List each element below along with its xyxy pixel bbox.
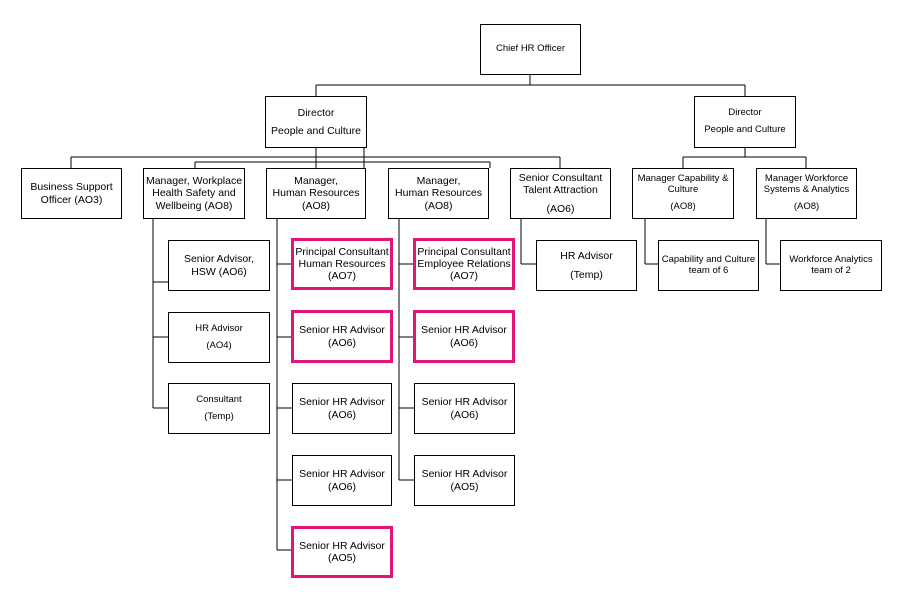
- manager-hr-2-box: Manager, Human Resources (AO8): [388, 168, 489, 219]
- director-left-dept: People and Culture: [271, 125, 361, 137]
- team-line2: (Temp): [570, 268, 603, 281]
- manager-hr-2-line3: (AO8): [424, 199, 453, 212]
- team-line1: Principal Consultant: [417, 245, 511, 258]
- team-line1: Senior HR Advisor: [299, 324, 385, 337]
- team-line2: (Temp): [204, 410, 234, 422]
- manager-hr-1-line1: Manager,: [294, 175, 338, 188]
- chief-hr-officer-box: Chief HR Officer: [480, 24, 581, 75]
- senior-hr-advisor-ao5-box: Senior HR Advisor (AO5): [291, 526, 393, 578]
- senior-hr-advisor-box: Senior HR Advisor (AO6): [291, 310, 393, 363]
- workforce-analytics-team-box: Workforce Analytics team of 2: [780, 240, 882, 291]
- team-line2: (AO6): [449, 336, 478, 349]
- manager-whsw-box: Manager, Workplace Health Safety and Wel…: [143, 168, 245, 219]
- business-support-line2: Officer (AO3): [40, 193, 103, 206]
- business-support-line1: Business Support: [30, 181, 113, 194]
- chief-label: Chief HR Officer: [496, 43, 565, 55]
- team-line2: (AO5): [327, 552, 356, 564]
- team-line1: Senior HR Advisor: [299, 539, 385, 552]
- team-line2: (AO6): [327, 480, 356, 493]
- consultant-temp-box: Consultant (Temp): [168, 383, 270, 434]
- hr-advisor-ao4-box: HR Advisor (AO4): [168, 312, 270, 363]
- team-line1: Senior HR Advisor: [299, 468, 385, 481]
- team-line2: HSW (AO6): [191, 265, 247, 278]
- team-line2: (AO6): [327, 336, 356, 349]
- senior-hr-advisor-box: Senior HR Advisor (AO6): [413, 310, 515, 363]
- principal-consultant-er-box: Principal Consultant Employee Relations …: [413, 238, 515, 290]
- director-left-box: Director People and Culture: [265, 96, 367, 148]
- team-line2: team of 6: [688, 264, 729, 276]
- capability-culture-team-box: Capability and Culture team of 6: [658, 240, 759, 291]
- manager-hr-1-line2: Human Resources: [272, 187, 360, 200]
- team-line2: Employee Relations: [417, 257, 511, 270]
- talent-line3: (AO6): [546, 202, 575, 215]
- business-support-box: Business Support Officer (AO3): [21, 168, 122, 219]
- team-line2: (AO6): [327, 408, 356, 421]
- team-line2: Human Resources: [298, 257, 386, 270]
- director-right-title: Director: [728, 107, 762, 119]
- principal-consultant-hr-box: Principal Consultant Human Resources (AO…: [291, 238, 393, 290]
- team-line1: Senior HR Advisor: [421, 468, 508, 481]
- team-line1: Principal Consultant: [295, 245, 389, 258]
- team-line1: Senior Advisor,: [183, 253, 255, 266]
- team-line2: (AO5): [450, 480, 479, 493]
- director-right-box: Director People and Culture: [694, 96, 796, 148]
- manager-whsw-line2: Health Safety and: [152, 187, 236, 200]
- team-line2: (AO4): [206, 339, 232, 351]
- team-line1: HR Advisor: [195, 322, 243, 334]
- team-line3: (AO7): [449, 270, 478, 283]
- manager-workforce-box: Manager Workforce Systems & Analytics (A…: [756, 168, 857, 219]
- director-right-dept: People and Culture: [704, 124, 786, 135]
- talent-line1: Senior Consultant: [518, 172, 603, 185]
- team-line2: (AO6): [450, 408, 479, 421]
- manager-capability-box: Manager Capability & Culture (AO8): [632, 168, 734, 219]
- senior-hr-advisor-box: Senior HR Advisor (AO6): [292, 455, 392, 506]
- capability-line3: (AO8): [670, 200, 696, 212]
- talent-line2: Talent Attraction: [523, 184, 598, 197]
- manager-hr-2-line2: Human Resources: [395, 187, 482, 200]
- workforce-line2: Systems & Analytics: [763, 184, 850, 196]
- manager-hr-1-line3: (AO8): [301, 199, 330, 212]
- manager-hr-2-line1: Manager,: [416, 175, 461, 188]
- team-line3: (AO7): [327, 270, 356, 283]
- team-line1: Senior HR Advisor: [299, 396, 385, 409]
- team-line1: HR Advisor: [560, 250, 613, 263]
- workforce-line1: Manager Workforce: [764, 173, 849, 185]
- team-line1: Workforce Analytics: [789, 253, 873, 265]
- team-line1: Capability and Culture: [661, 253, 756, 265]
- senior-hr-advisor-box: Senior HR Advisor (AO6): [414, 383, 515, 434]
- workforce-line3: (AO8): [793, 200, 820, 212]
- manager-hr-1-box: Manager, Human Resources (AO8): [266, 168, 366, 219]
- senior-hr-advisor-ao5-box: Senior HR Advisor (AO5): [414, 455, 515, 506]
- capability-line2: Culture: [667, 184, 699, 196]
- director-left-title: Director: [297, 106, 335, 119]
- capability-line1: Manager Capability &: [637, 173, 729, 185]
- hr-advisor-temp-box: HR Advisor (Temp): [536, 240, 637, 291]
- talent-attraction-box: Senior Consultant Talent Attraction (AO6…: [510, 168, 611, 219]
- team-line1: Senior HR Advisor: [421, 324, 507, 337]
- senior-hr-advisor-box: Senior HR Advisor (AO6): [292, 383, 392, 434]
- team-line1: Consultant: [196, 393, 242, 405]
- team-line1: Senior HR Advisor: [421, 396, 508, 409]
- manager-whsw-line1: Manager, Workplace: [145, 175, 243, 188]
- senior-advisor-hsw-box: Senior Advisor, HSW (AO6): [168, 240, 270, 291]
- manager-whsw-line3: Wellbeing (AO8): [155, 199, 233, 212]
- team-line2: team of 2: [811, 264, 851, 276]
